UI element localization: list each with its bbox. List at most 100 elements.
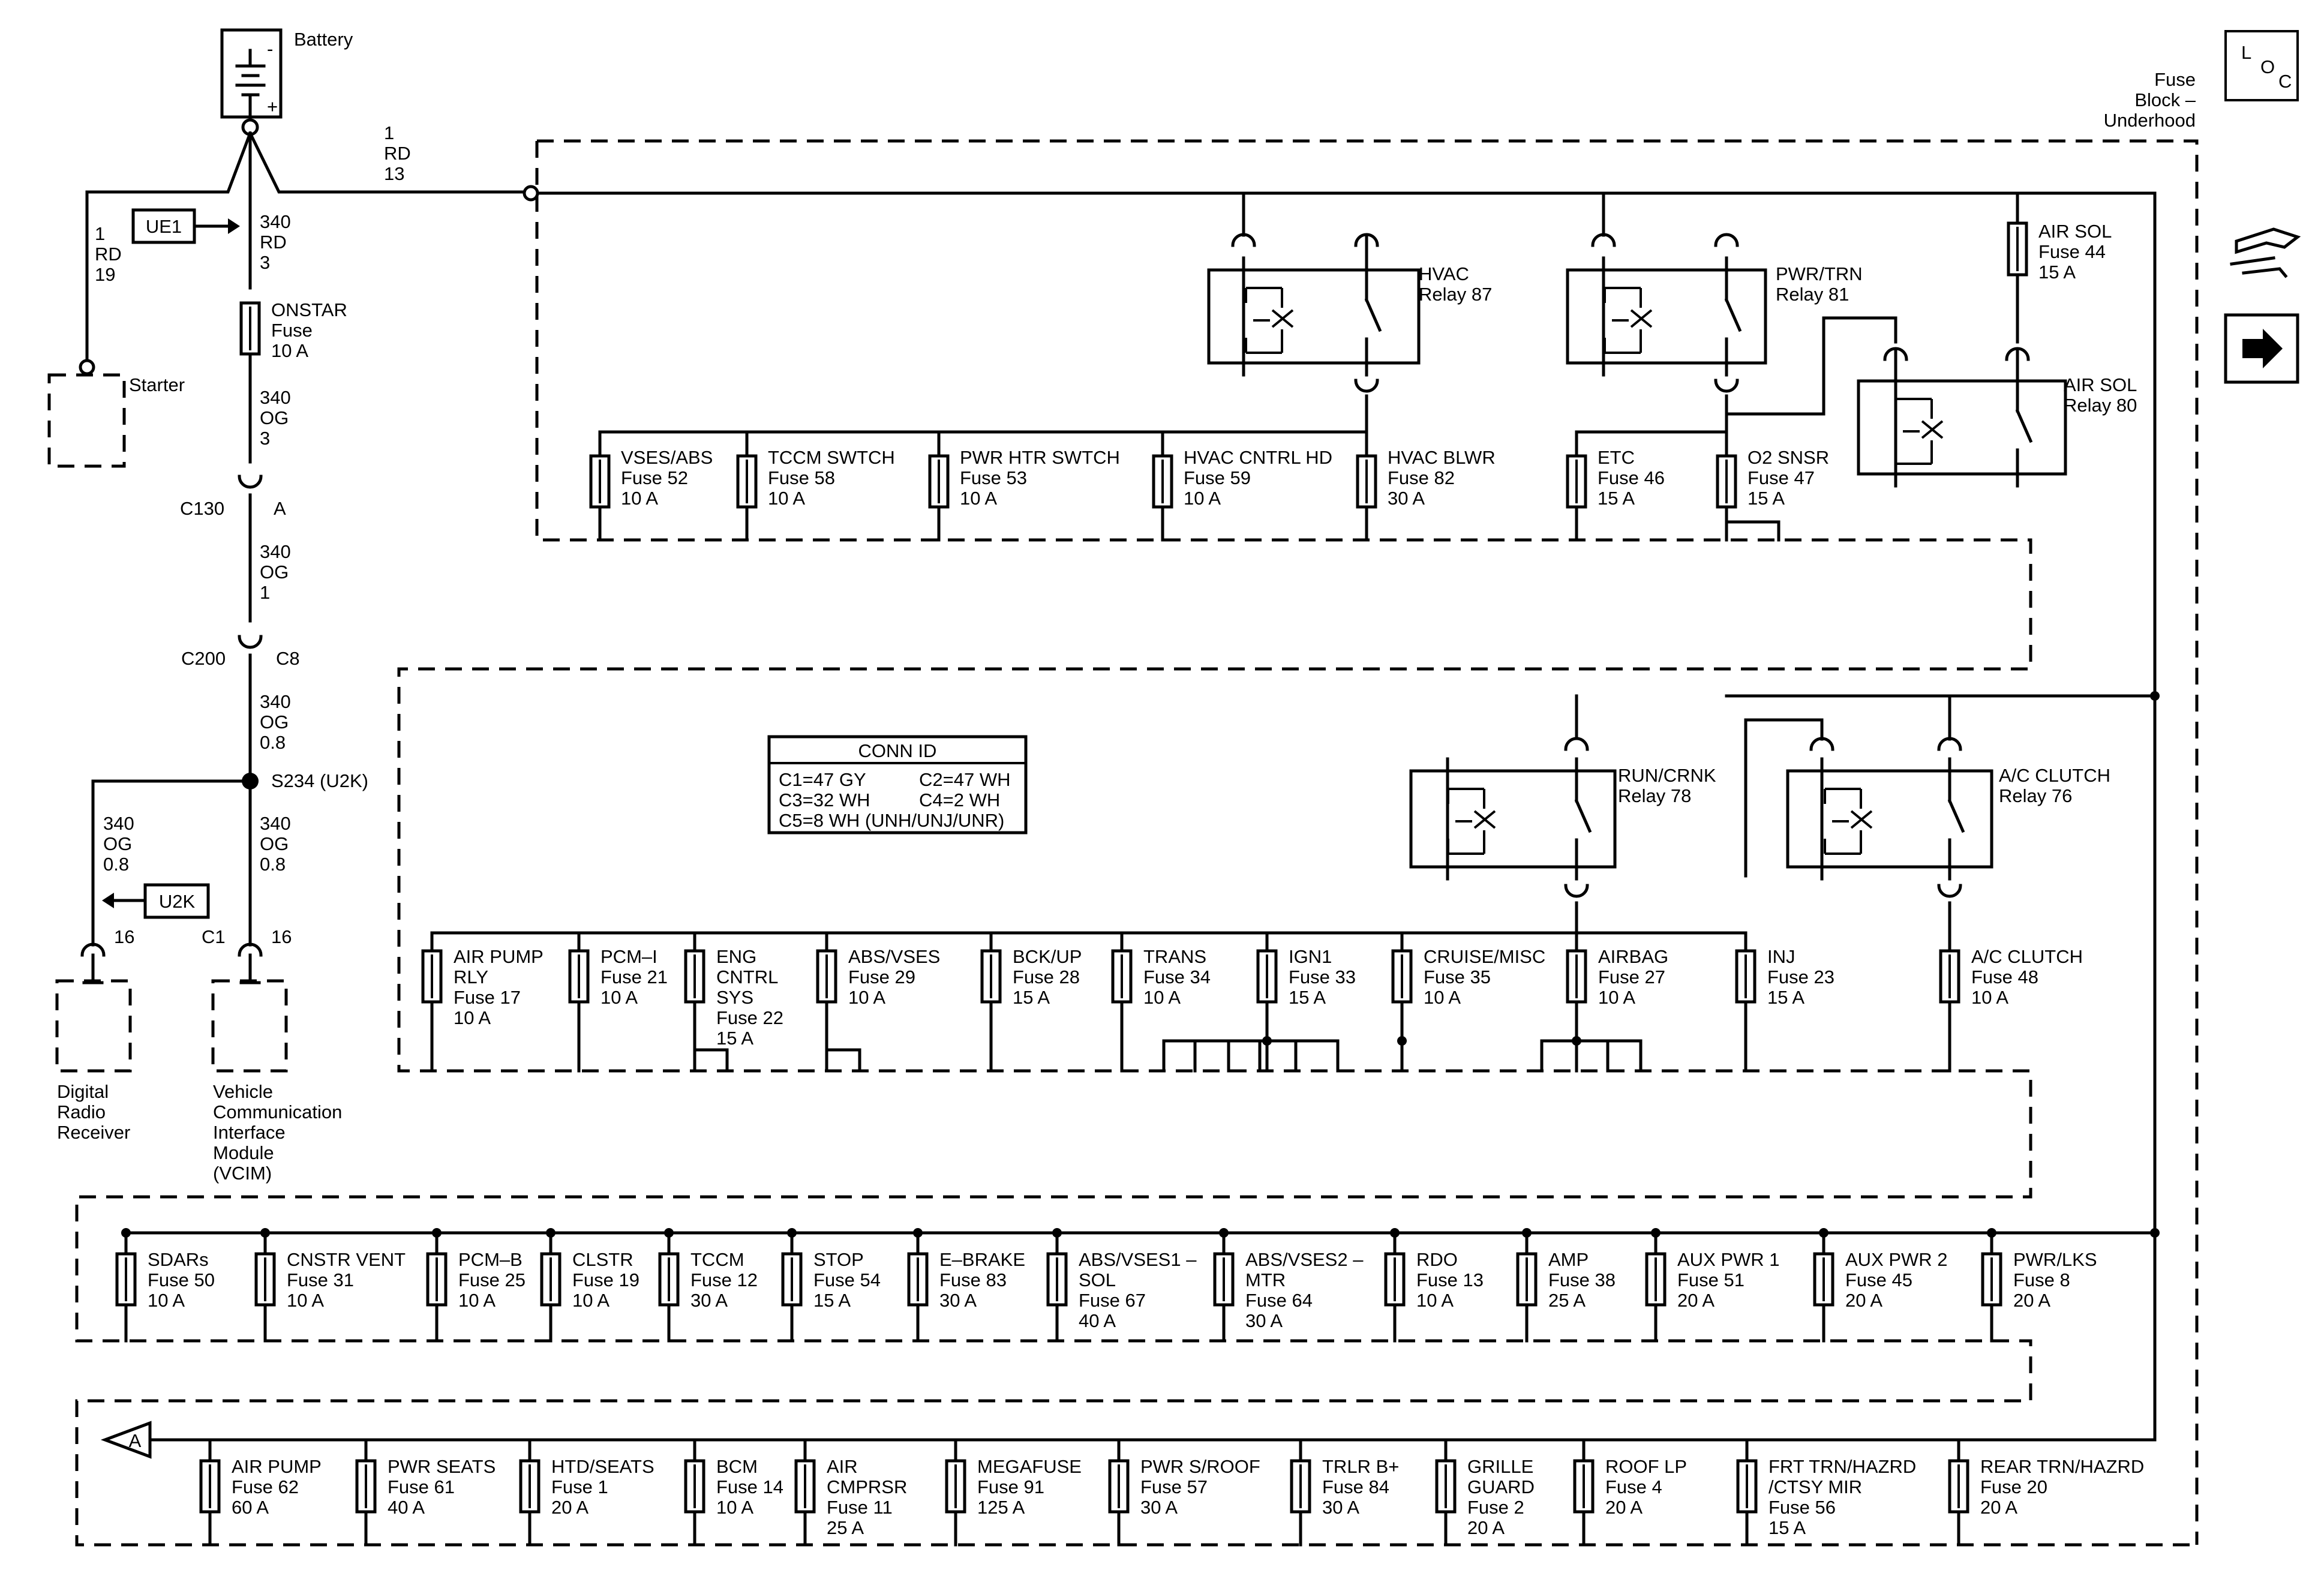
fuse-label-row3-line: PCM–B	[458, 1249, 523, 1270]
onstar-feed-label-line: 340	[260, 211, 291, 232]
starter-label: Starter	[129, 374, 185, 395]
connector-terminal	[1809, 737, 1834, 751]
runcrnk-relay-box	[1409, 769, 1617, 869]
conn-id-entry: C5=8 WH (UNH/UNJ/UNR)	[779, 810, 1004, 831]
swap-icon-shape	[2235, 227, 2301, 254]
splice-dot	[1572, 1036, 1581, 1046]
onstar-out-label-line: OG	[260, 407, 289, 428]
c200-label: C200	[181, 648, 226, 669]
fuse-label-row4-line: Fuse 84	[1322, 1476, 1389, 1497]
fuse-label-row2-line: Fuse 48	[1971, 966, 2038, 987]
fuse-label-row2-line: 15 A	[1767, 987, 1804, 1008]
splice-dot	[1522, 1228, 1532, 1238]
fuse-label-row4-line: 10 A	[716, 1497, 753, 1518]
fuse-block-title-line: Fuse	[2154, 69, 2196, 90]
c200-terminal	[238, 635, 263, 649]
relay-switch-arm	[1724, 298, 1742, 332]
fuse-label-row1-line: VSES/ABS	[621, 447, 713, 468]
relay-coil-x	[1473, 810, 1496, 829]
fuse-label-row1-line: Fuse 47	[1747, 467, 1815, 488]
fuse-label-row3-line: Fuse 31	[287, 1269, 354, 1290]
starter-box	[47, 373, 126, 468]
relay-coil-x	[1921, 420, 1944, 439]
fuse-label-row2-line: A/C CLUTCH	[1971, 946, 2083, 967]
fuse-label-row4-line: Fuse 2	[1467, 1497, 1524, 1518]
fuse-label-row3-line: SDARs	[148, 1249, 209, 1270]
hvac-relay-box	[1207, 268, 1421, 365]
splice-dot	[1390, 1228, 1400, 1238]
row3-splice	[2150, 1228, 2160, 1238]
fuse-label-row1-line: Fuse 52	[621, 467, 688, 488]
fuse-label-row1-line: Fuse 58	[768, 467, 835, 488]
conn-id-entry: C3=32 WH	[779, 789, 870, 810]
fuse-label-row2-line: PCM–I	[600, 946, 657, 967]
connector-terminal	[1564, 737, 1589, 751]
fuse-label-row1-line: 10 A	[1184, 488, 1221, 509]
splice-dot	[121, 1228, 131, 1238]
drr-label-line: Digital	[57, 1081, 109, 1102]
fuse-label-row3-line: Fuse 13	[1416, 1269, 1484, 1290]
splice-dot	[913, 1228, 923, 1238]
airsol-relay-box	[1857, 379, 2067, 476]
fuse-label-row4-line: REAR TRN/HAZRD	[1980, 1456, 2144, 1477]
fuse-label-row4-line: Fuse 91	[977, 1476, 1044, 1497]
fuse-block-title-line: Underhood	[2104, 110, 2196, 131]
jumper	[693, 1048, 729, 1073]
fuse-label-row2-line: IGN1	[1289, 946, 1332, 967]
vcim-label: VehicleCommunicationInterfaceModule(VCIM…	[213, 1081, 342, 1184]
fuse-label-row3-line: 10 A	[1416, 1290, 1454, 1311]
fuse-label-row2-line: 10 A	[1424, 987, 1461, 1008]
fuse-label-row4-line: 30 A	[1322, 1497, 1359, 1518]
fuse-label-row1-line: HVAC CNTRL HD	[1184, 447, 1332, 468]
vcim-wire-label-line: 340	[260, 813, 291, 834]
relay-switch-arm	[1574, 798, 1592, 833]
fuse-label-row4-line: CMPRSR	[827, 1476, 907, 1497]
battery-minus: -	[267, 38, 273, 59]
drr-label-line: Receiver	[57, 1122, 130, 1143]
fuse-label-row3-line: Fuse 38	[1548, 1269, 1616, 1290]
loc-icon[interactable]	[2224, 30, 2299, 101]
fuse-label-row3-line: 10 A	[148, 1290, 185, 1311]
fuse-label-row4-line: /CTSY MIR	[1768, 1476, 1862, 1497]
vcim-label-line: Vehicle	[213, 1081, 273, 1102]
fuse-label-row3-line: Fuse 12	[690, 1269, 758, 1290]
fuse-label-row4-line: GUARD	[1467, 1476, 1535, 1497]
fuse-label-row3-line: PWR/LKS	[2013, 1249, 2097, 1270]
fuse-label-row1-line: Fuse 82	[1388, 467, 1455, 488]
fuse-label-row3-line: CNSTR VENT	[287, 1249, 406, 1270]
fuse-label-row4-line: HTD/SEATS	[551, 1456, 654, 1477]
fuse-label-row2-line: ENG	[716, 946, 756, 967]
starter-wire-label-line: RD	[95, 244, 122, 265]
c130-terminal	[238, 475, 263, 489]
fuse-label-row1-line: ETC	[1598, 447, 1635, 468]
fuse-label-row3-line: 20 A	[2013, 1290, 2050, 1311]
jumper	[825, 1048, 861, 1073]
hvac-relay-out	[1354, 379, 1379, 393]
main-wire-label-line: 13	[384, 163, 404, 184]
c130-out-label-line: 340	[260, 541, 291, 562]
fuse-label-row1-line: Fuse 53	[960, 467, 1027, 488]
fuse-label-row3-line: Fuse 19	[572, 1269, 639, 1290]
airsol-relay-label-line: Relay 80	[2064, 395, 2137, 416]
fuse-label-row2-line: BCK/UP	[1013, 946, 1082, 967]
splice-dot	[1052, 1228, 1062, 1238]
splice-dot	[260, 1228, 270, 1238]
fuse-label-row4-line: 25 A	[827, 1517, 864, 1538]
u2k-ref: U2K	[159, 891, 196, 912]
splice-dot	[432, 1228, 442, 1238]
fuse-label-row2-line: TRANS	[1143, 946, 1206, 967]
